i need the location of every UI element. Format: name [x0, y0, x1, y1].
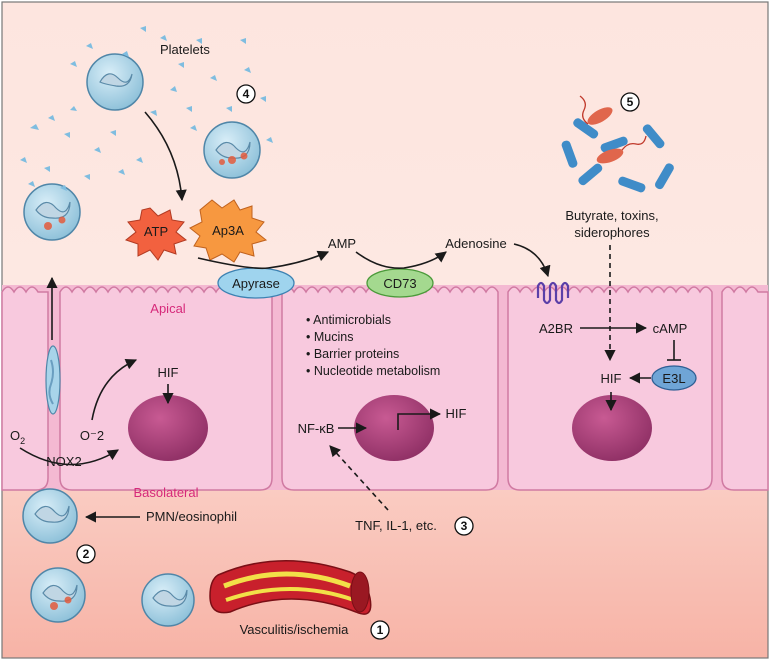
bullet-item: • Mucins: [306, 330, 353, 344]
a2br-receptor: [536, 281, 570, 305]
nucleus-right: [572, 395, 652, 461]
leukocyte-pmn: [22, 488, 78, 544]
pmn-label: PMN/eosinophil: [146, 509, 237, 524]
apical-label: Apical: [150, 301, 186, 316]
inhibition-camp-e3l: [667, 340, 681, 361]
atp-label: ATP: [144, 224, 168, 239]
svg-text:3: 3: [461, 519, 468, 533]
leukocyte-upper-left: [23, 183, 81, 241]
arrow-platelets-to-atp: [144, 111, 187, 202]
superoxide-label: O⁻2: [80, 428, 104, 443]
a2br-label: A2BR: [539, 321, 573, 336]
arrow-o2-to-hif: [91, 358, 138, 421]
butyrate-label-line2: siderophores: [574, 225, 650, 240]
apyrase-label: Apyrase: [232, 276, 280, 291]
arrow-o2-to-nucleus: [19, 447, 119, 466]
step-marker-4: 4: [236, 84, 256, 104]
amp-label: AMP: [328, 236, 356, 251]
cd73-enzyme: CD73: [366, 268, 434, 298]
step-marker-2: 2: [76, 544, 96, 564]
cell-right: [507, 286, 713, 491]
arrow-apyrase-to-amp: [197, 250, 330, 270]
basolateral-label: Basolateral: [133, 485, 198, 500]
o2-label: O2: [10, 428, 25, 446]
hif-right-label: HIF: [601, 371, 622, 386]
step-marker-1: 1: [370, 620, 390, 640]
leukocyte-lower-left: [30, 567, 86, 623]
ap3a-label: Ap3A: [212, 223, 244, 238]
arrow-adenosine-to-a2br: [513, 243, 551, 278]
svg-text:4: 4: [243, 87, 250, 101]
atp-burst: ATP: [124, 207, 188, 261]
nucleus-left: [128, 395, 208, 461]
tnf-label: TNF, IL-1, etc.: [355, 518, 437, 533]
step-marker-5: 5: [620, 92, 640, 112]
nox2-label: NOX2: [46, 454, 81, 469]
cd73-label: CD73: [383, 276, 416, 291]
nucleus-middle: [354, 395, 434, 461]
leukocyte-lower-middle: [141, 573, 195, 627]
leukocyte-top: [86, 53, 144, 111]
ap3a-burst: Ap3A: [189, 199, 268, 263]
cell-far-right: [721, 286, 769, 491]
arrows: [19, 111, 651, 523]
blood-vessel: [209, 560, 372, 615]
bullet-item: • Barrier proteins: [306, 347, 399, 361]
nfkb-label: NF-κB: [298, 421, 335, 436]
svg-text:1: 1: [377, 623, 384, 637]
butyrate-label-line1: Butyrate, toxins,: [565, 208, 658, 223]
cell-far-left: [1, 286, 49, 491]
transmigrating-leukocyte: [45, 345, 61, 415]
e3l-label: E3L: [662, 371, 685, 386]
apyrase-enzyme: Apyrase: [217, 267, 295, 299]
vasculitis-label: Vasculitis/ischemia: [240, 622, 350, 637]
step-marker-3: 3: [454, 516, 474, 536]
bacteria: [561, 95, 674, 193]
platelets-label: Platelets: [160, 42, 210, 57]
bullet-list: • Antimicrobials • Mucins • Barrier prot…: [306, 313, 440, 378]
epithelium: [1, 285, 769, 491]
svg-text:5: 5: [627, 95, 634, 109]
arrow-cd73-to-adenosine: [355, 251, 447, 269]
e3l-protein: E3L: [651, 365, 697, 391]
bullet-item: • Antimicrobials: [306, 313, 391, 327]
bullet-item: • Nucleotide metabolism: [306, 364, 440, 378]
hif-left-label: HIF: [158, 365, 179, 380]
arrow-nucleus-to-hif: [397, 408, 442, 430]
hif-middle-label: HIF: [446, 406, 467, 421]
camp-label: cAMP: [653, 321, 688, 336]
platelets: [20, 26, 273, 191]
adenosine-label: Adenosine: [445, 236, 506, 251]
leukocyte-upper-right: [203, 121, 261, 179]
svg-text:2: 2: [83, 547, 90, 561]
